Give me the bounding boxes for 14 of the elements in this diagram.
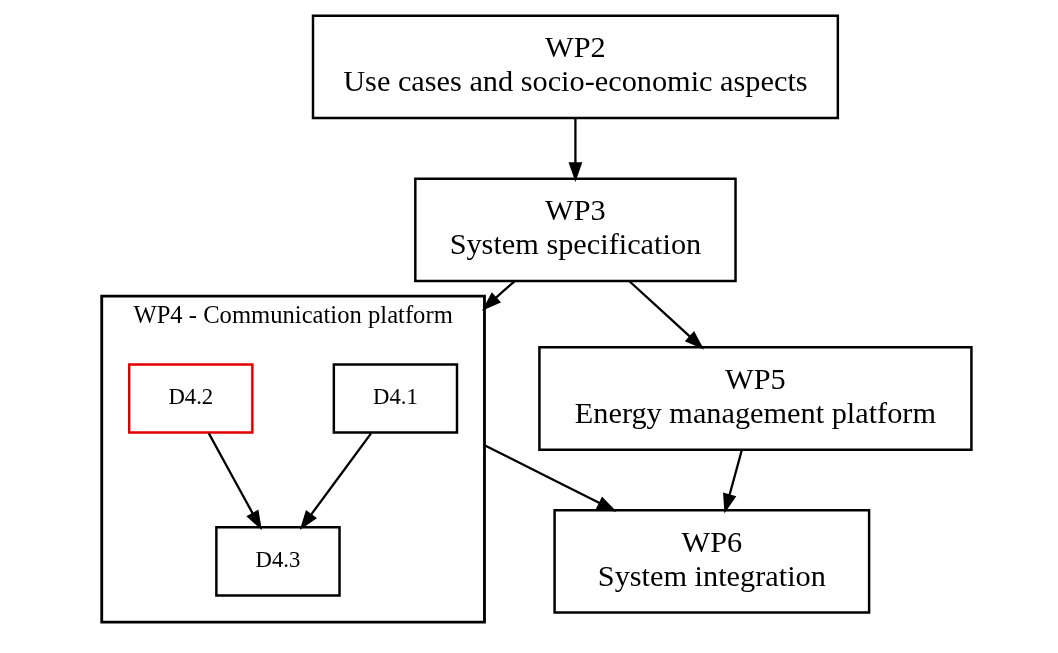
- node-box: WP5 Energy management platform: [538, 346, 973, 451]
- node-box: D4.3: [215, 526, 341, 597]
- arrow: [299, 432, 372, 530]
- arrow: [207, 432, 262, 531]
- node-box: D4.2: [128, 363, 254, 434]
- node-box: WP3 System specification: [414, 177, 737, 283]
- arrow: [628, 280, 704, 350]
- arrow: [568, 118, 583, 182]
- arrow: [481, 280, 516, 311]
- node-box: WP2 Use cases and socio-economic aspects: [311, 14, 840, 120]
- node-box: WP6 System integration: [553, 509, 871, 614]
- arrow: [723, 449, 743, 514]
- arrow: [483, 444, 617, 512]
- node-box: D4.1: [332, 363, 459, 434]
